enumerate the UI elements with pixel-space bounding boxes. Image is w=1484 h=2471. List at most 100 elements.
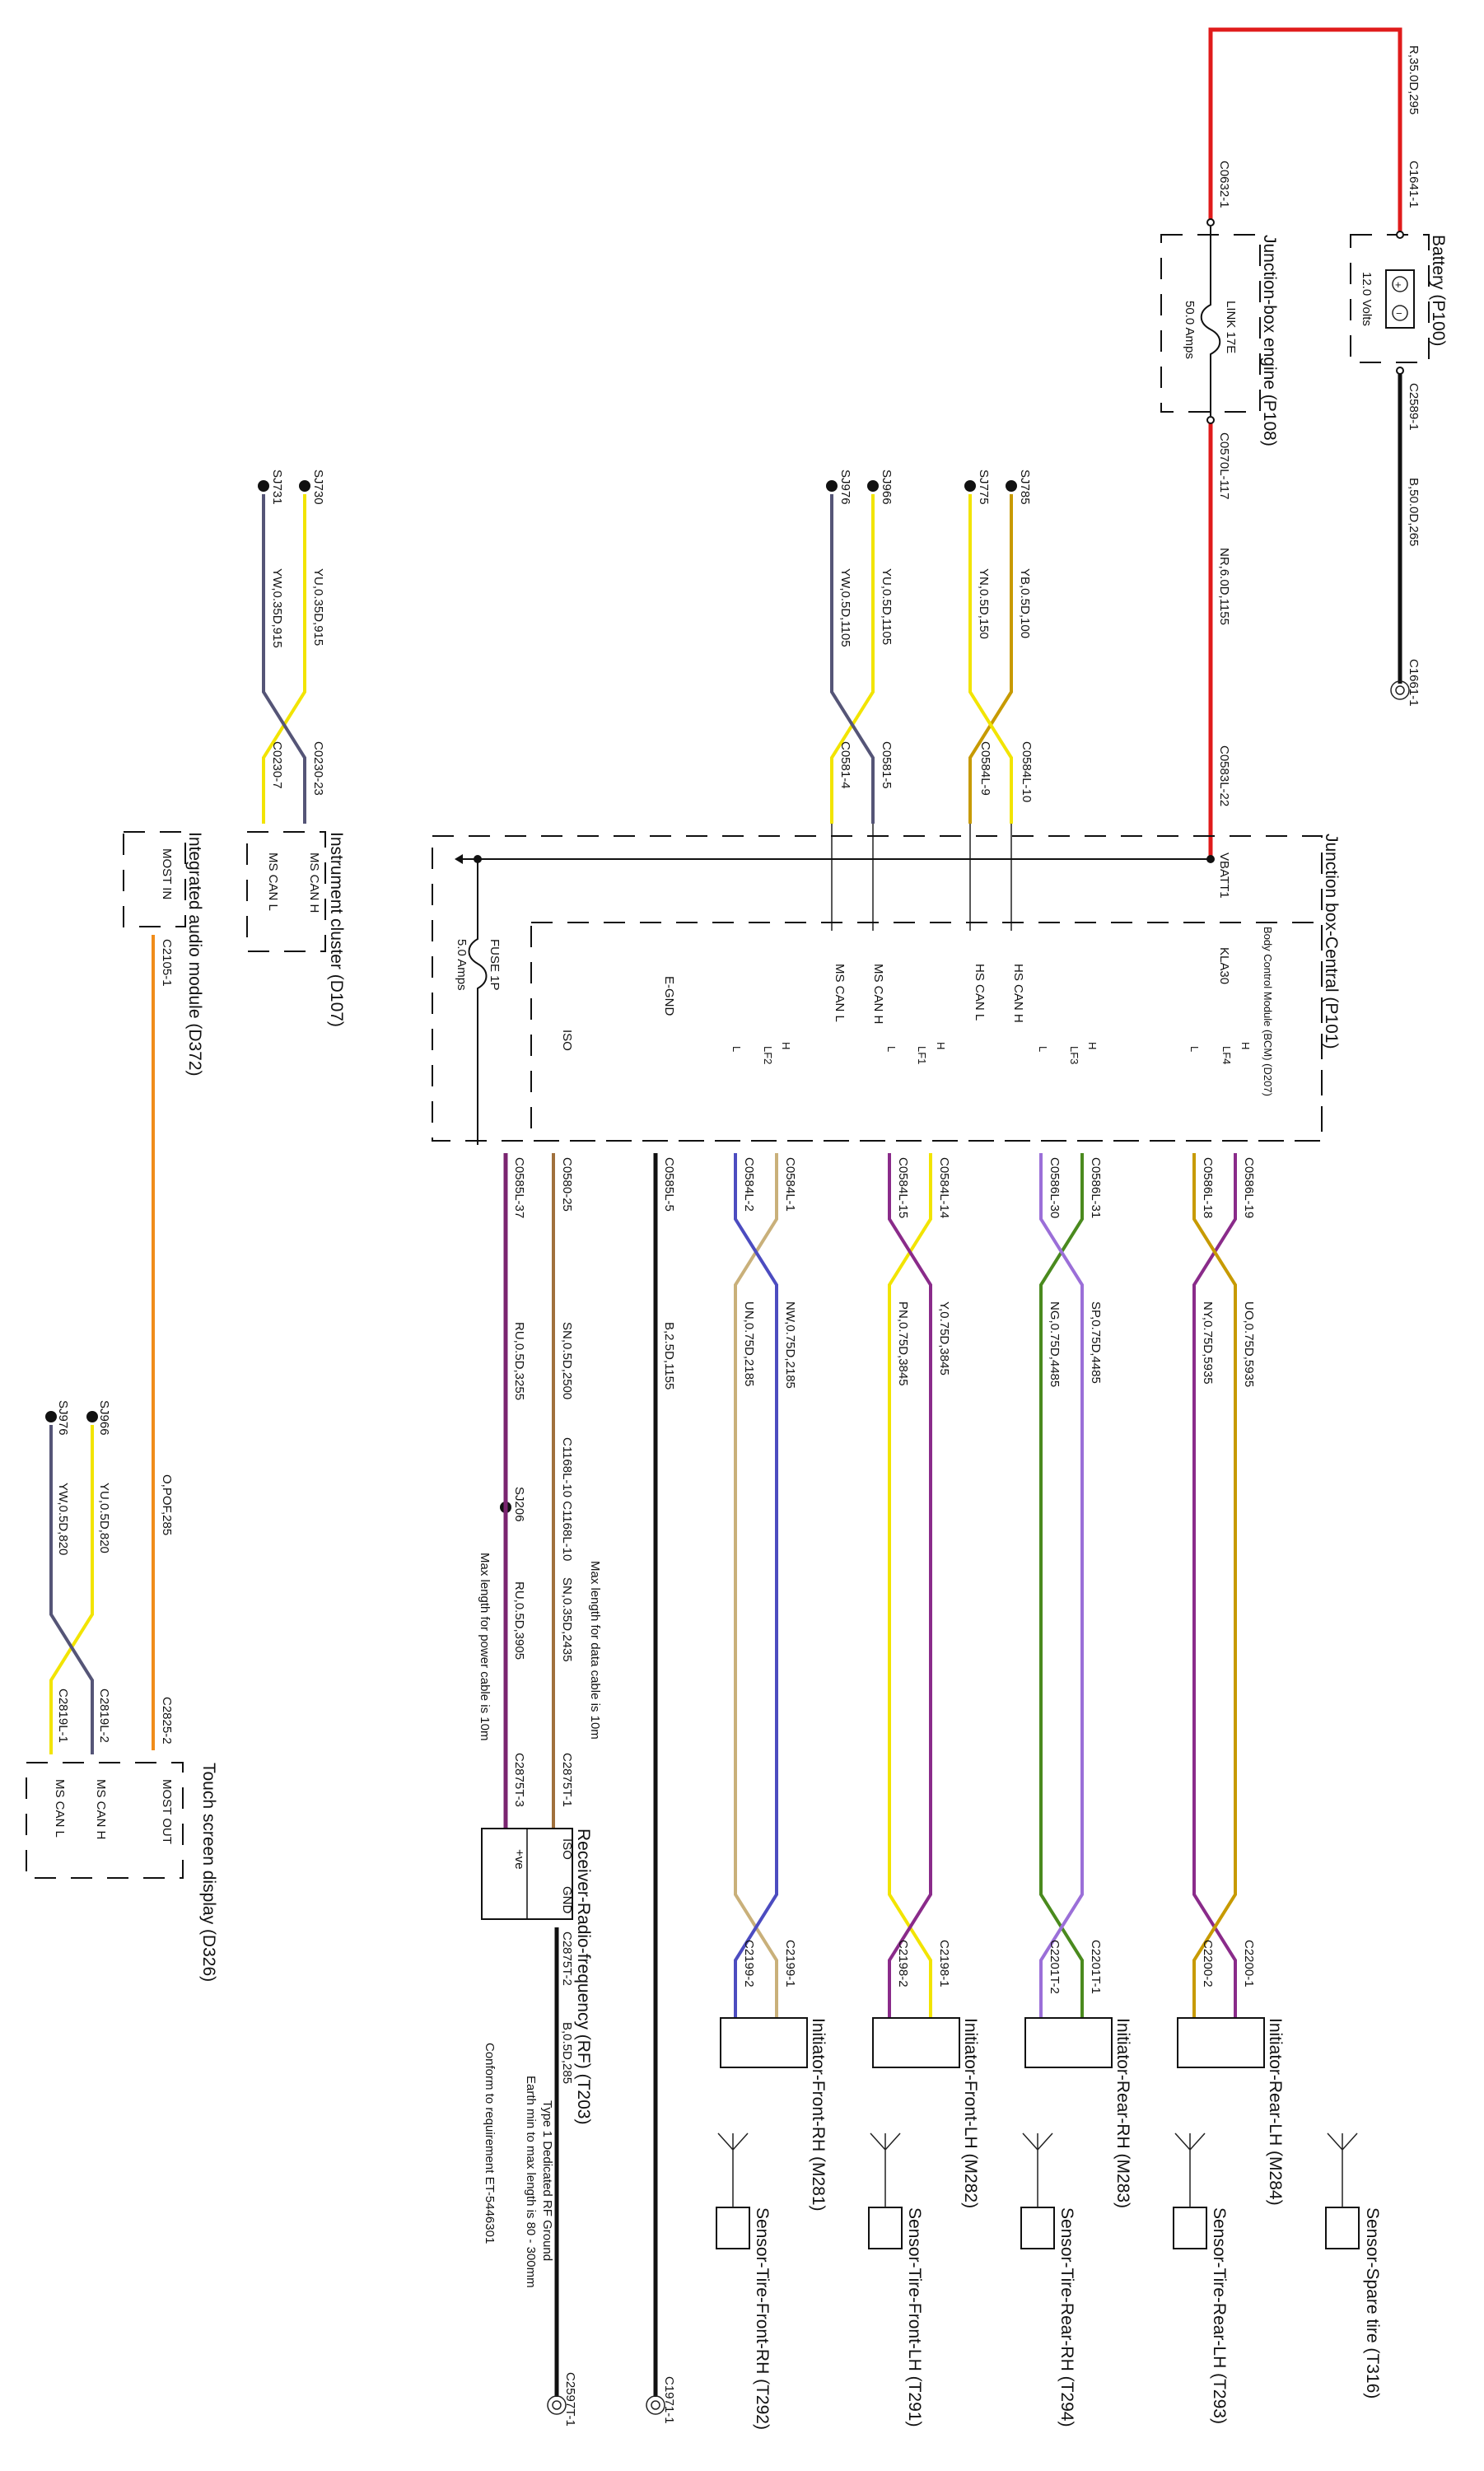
hs-can-pair-wire-b: [968, 494, 1013, 824]
wire-label-batt-black: B,50.0D,265: [1407, 478, 1421, 546]
ic-ms-can-pair-splice-dot-0: [299, 480, 310, 492]
connector-c0584-10: C0584L-10: [1020, 741, 1034, 802]
link-amps: 50.0 Amps: [1183, 301, 1197, 359]
receiver-label: Receiver-Radio-frequency (RF) (T203): [574, 1829, 593, 2124]
pin-vbatt: VBATT1: [1217, 852, 1231, 899]
wire-label-yb: YB,0.5D,100: [1018, 568, 1032, 638]
connector-c0585-37: C0585L-37: [512, 1157, 526, 1218]
connector-c2201-1: C2201T-1: [1089, 1940, 1103, 1994]
jb-engine-component: Junction-box engine (P108) LINK 17E 50.0…: [1160, 161, 1279, 806]
splice-sj206: SJ206: [512, 1487, 526, 1522]
splice-sj976a: SJ976: [838, 469, 852, 505]
ic-pin-ms-can-l: MS CAN L: [266, 852, 280, 911]
connector-c1641: C1641-1: [1407, 161, 1421, 208]
connector-c0580-25: C0580-25: [560, 1157, 574, 1212]
pin-lf4: LF4: [1220, 1046, 1233, 1064]
sensor-rear-rh-label: Sensor-Tire-Rear-RH (T294): [1057, 2207, 1076, 2427]
connector-c2199-1: C2199-1: [783, 1940, 797, 1988]
wire-layer: [45, 480, 1237, 2018]
ground-c1971-icon: [646, 2395, 665, 2415]
wire-label-yw-820: YW,0.5D,820: [56, 1483, 70, 1555]
battery-volts: 12.0 Volts: [1360, 272, 1374, 326]
splice-sj785: SJ785: [1018, 469, 1032, 505]
lower-labels: C0586L-19 C0586L-18 UO,0.75D,5935 NY,0.7…: [478, 1157, 1256, 2427]
ts-ms-can-pair-splice-dot-1: [45, 1411, 57, 1422]
jb-central-label: Junction box-Central (P101): [1322, 834, 1341, 1049]
connector-c2105: C2105-1: [160, 939, 174, 987]
instrument-cluster-component: Instrument cluster (D107) MS CAN H MS CA…: [246, 469, 346, 1027]
wire-label-nr: NR,6.0D,1155: [1217, 548, 1231, 625]
wire-label-pn: PN,0.75D,3845: [896, 1301, 910, 1386]
wire-label-batt-red: R,35.0D,295: [1407, 45, 1421, 114]
connector-c2200-2: C2200-2: [1201, 1940, 1215, 1988]
fuse-symbol: [468, 859, 488, 1145]
connector-c2819-1: C2819L-1: [56, 1689, 70, 1743]
rx-pin-gnd: GND: [560, 1886, 574, 1914]
battery-label: Battery (P100): [1429, 235, 1448, 346]
sensor-front-rh-label: Sensor-Tire-Front-RH (T292): [753, 2207, 772, 2430]
init-front-lh-pair-wire-a: [888, 1153, 932, 2018]
rx-pin-pve: +ve: [512, 1849, 526, 1870]
connector-c0584-14: C0584L-14: [937, 1157, 951, 1218]
wire-label-b: B,2.5D,1155: [662, 1322, 676, 1390]
pin-h-lf2: H: [780, 1042, 792, 1049]
init-rear-lh-label: Initiator-Rear-LH (M284): [1266, 2018, 1285, 2206]
ms-can-pair-splice-dot-1: [826, 480, 838, 492]
rx-pin-iso: ISO: [560, 1838, 574, 1860]
svg-text:−: −: [1396, 307, 1402, 320]
touch-screen-component: Touch screen display (D326) MOST OUT MS …: [26, 1400, 218, 1982]
ic-pin-ms-can-h: MS CAN H: [307, 852, 321, 913]
pin-egnd: E-GND: [662, 976, 676, 1016]
wire-label-yw-915: YW,0.35D,915: [270, 568, 284, 648]
connector-c0584-15: C0584L-15: [896, 1157, 910, 1218]
pin-l-lf4: L: [1188, 1046, 1201, 1052]
wire-label-yu-915: YU,0.35D,915: [311, 568, 325, 646]
init-front-lh-pair-wire-b: [888, 1153, 932, 2018]
pin-h-lf4: H: [1239, 1042, 1252, 1049]
init-front-rh-pair-wire-a: [734, 1153, 778, 2018]
splice-sj976b: SJ976: [56, 1400, 70, 1436]
instrument-cluster-label: Instrument cluster (D107): [327, 832, 346, 1027]
connector-c2597: C2597T-1: [563, 2372, 577, 2427]
ms-can-pair-splice-dot-0: [867, 480, 879, 492]
wire-label-yu-820: YU,0.5D,820: [97, 1483, 111, 1553]
connector-c0586-18: C0586L-18: [1201, 1157, 1215, 1218]
wire-label-o: O,POF,285: [160, 1474, 174, 1535]
audio-module-component: Integrated audio module (D372) MOST IN C…: [123, 831, 204, 1535]
pin-h-lf3: H: [1086, 1042, 1099, 1049]
connector-c0230-7: C0230-7: [270, 741, 284, 789]
splice-sj730: SJ730: [311, 469, 325, 505]
sensor-spare-label: Sensor-Spare tire (T316): [1363, 2207, 1382, 2399]
wire-label-nw: NW,0.75D,2185: [783, 1301, 797, 1389]
connector-c2875-2: C2875T-2: [560, 1931, 574, 1986]
hs-can-pair-splice-dot-1: [964, 480, 976, 492]
connector-c0584-1: C0584L-1: [783, 1157, 797, 1212]
init-front-rh-pair-wire-b: [734, 1153, 778, 2018]
connector-c0585-5: C0585L-5: [662, 1157, 676, 1212]
ic-ms-can-pair-splice-dot-1: [258, 480, 269, 492]
wire-label-y: Y,0.75D,3845: [937, 1301, 951, 1376]
splice-sj731: SJ731: [270, 469, 284, 505]
wire-label-ru-3255: RU,0.5D,3255: [512, 1322, 526, 1400]
connector-c0230-23: C0230-23: [311, 741, 325, 796]
pin-l-lf2: L: [730, 1046, 743, 1052]
init-rear-rh-pair-wire-b: [1039, 1153, 1084, 2018]
audio-module-label: Integrated audio module (D372): [185, 832, 204, 1077]
note-data-length: Max length for data cable is 10m: [588, 1561, 602, 1740]
splice-sj966b: SJ966: [97, 1400, 111, 1436]
note-rf-ground-3: Conform to requirement ET-5446301: [483, 2043, 497, 2244]
ts-pin-ms-can-l: MS CAN L: [53, 1779, 67, 1838]
connector-c2201-2: C2201T-2: [1048, 1940, 1062, 1994]
touch-screen-label: Touch screen display (D326): [199, 1763, 218, 1982]
connector-c0584-2: C0584L-2: [742, 1157, 756, 1212]
ic-ms-can-pair-wire-b: [262, 494, 306, 824]
pin-iso: ISO: [560, 1030, 574, 1051]
connector-c0581-4: C0581-4: [838, 741, 852, 789]
wire-label-sp: SP,0.75D,4485: [1089, 1301, 1103, 1384]
sensor-rear-rh: Sensor-Tire-Rear-RH (T294): [1020, 2132, 1076, 2427]
connector-c0583: C0583L-22: [1217, 745, 1231, 806]
hs-can-pair-splice-dot-0: [1006, 480, 1017, 492]
wire-label-ny: NY,0.75D,5935: [1201, 1301, 1215, 1385]
pin-l-lf3: L: [1037, 1046, 1049, 1052]
can-labels: SJ785 SJ775 YB,0.5D,100 YN,0.5D,150 C058…: [838, 469, 1034, 802]
